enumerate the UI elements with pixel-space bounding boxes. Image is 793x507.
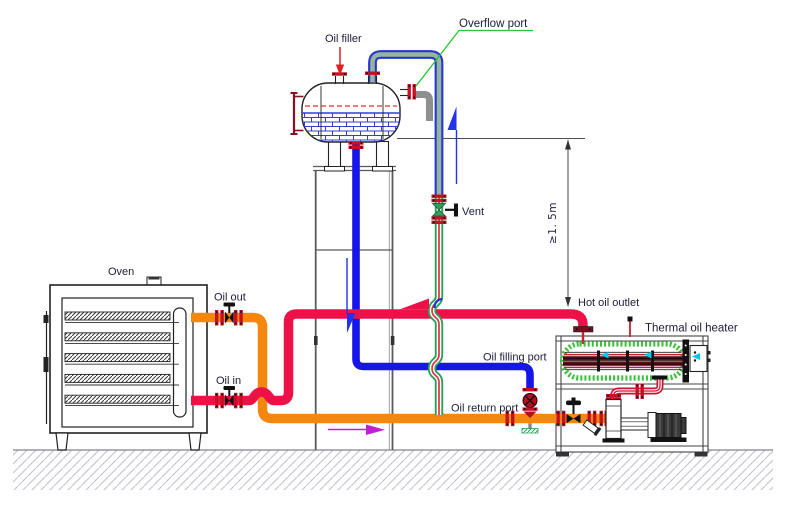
label-oil-out: Oil out <box>214 292 246 304</box>
heater-end-flange <box>682 339 689 383</box>
tank-liquid <box>302 112 400 142</box>
pump-base <box>602 438 625 443</box>
y-strainer <box>582 419 602 437</box>
oil-in-valve-handle <box>223 386 235 390</box>
label-thermal-oil-heater: Thermal oil heater <box>645 323 738 335</box>
oil-in-valve <box>215 386 243 409</box>
oil-in-valve-body <box>225 394 230 407</box>
label-oil-return-port: Oil return port <box>451 403 518 415</box>
motor-base <box>650 437 687 442</box>
dimension-annotation: ≥1. 5m <box>397 138 585 307</box>
tank-level-gauge <box>290 92 304 135</box>
vent-valve <box>431 194 458 224</box>
oven-leg <box>55 432 69 451</box>
oil-filling-valve <box>521 388 539 434</box>
dimension-arrow-down-icon <box>565 297 571 307</box>
oil-out-valve-body <box>225 311 230 324</box>
heater-tubes <box>563 350 684 372</box>
hot-oil-pipe <box>191 309 588 406</box>
label-vent: Vent <box>462 206 484 218</box>
dimension-arrow-up-icon <box>565 139 571 150</box>
heater-baffle <box>651 350 654 372</box>
heater-baffle <box>626 350 629 372</box>
filling-port-blind-flange <box>521 428 539 434</box>
heater-inlet-flange <box>652 375 667 380</box>
oven-shelf <box>64 373 171 383</box>
min-height-dimension: ≥1. 5m <box>547 202 559 244</box>
filling-funnel <box>523 411 537 418</box>
overflow-arch-core <box>370 52 442 197</box>
motor-bracket <box>647 412 657 438</box>
flow-arrows <box>328 47 458 435</box>
vent-pipe-elbow-mark <box>433 297 443 309</box>
tank-overflow-riser-port <box>365 71 380 84</box>
tank-leg <box>375 140 390 169</box>
oil-return-pipe <box>191 312 607 424</box>
overflow-leader-line <box>415 29 533 87</box>
heater-baffle <box>597 350 600 372</box>
overflow-drain-pipe <box>415 91 433 121</box>
label-oven: Oven <box>108 266 134 278</box>
heater-body <box>559 316 711 383</box>
oven-door-hinge <box>43 315 49 323</box>
tank-oil-filler-port <box>332 72 347 84</box>
heater-frame-foot <box>556 452 569 457</box>
pump-motor <box>650 413 687 442</box>
tank-leg-plate <box>372 166 393 172</box>
heater-flow-arrow-icon <box>601 351 609 359</box>
oven-leg <box>188 432 202 451</box>
oven-shelf <box>64 353 171 363</box>
oil-out-valve-handle <box>223 302 235 307</box>
oven-shelf <box>64 394 171 404</box>
motor-end-cap <box>680 417 687 434</box>
circulation-pump <box>566 375 687 443</box>
label-overflow-port: Overflow port <box>459 18 528 30</box>
oven-shelf <box>64 311 171 321</box>
oven-door-handle <box>43 357 49 372</box>
ground-hatch <box>13 450 773 490</box>
gate-valve-handwheel <box>566 400 581 406</box>
oven-shelves <box>64 311 179 407</box>
label-oil-filling-port: Oil filling port <box>483 352 547 364</box>
heater-flow-arrow-icon <box>692 353 700 360</box>
oil-out-valve <box>215 302 243 326</box>
tank-leg <box>327 140 342 169</box>
overflow-port-assembly <box>400 84 433 121</box>
label-oil-in: Oil in <box>216 375 241 387</box>
labels: Oil filler Overflow port Vent Oven Oil o… <box>108 18 738 415</box>
tank-leg-plate <box>324 166 345 172</box>
ground <box>13 449 773 490</box>
heater-instrument <box>627 316 633 322</box>
expansion-tank <box>290 50 444 197</box>
label-oil-filler: Oil filler <box>325 33 362 45</box>
oven-chimney-cap <box>148 276 160 280</box>
vent-valve-handle <box>454 203 458 217</box>
heater-frame-foot <box>694 452 708 457</box>
vent-valve-body <box>431 203 447 211</box>
filling-port-stem <box>528 423 532 429</box>
vent-pipe-group <box>427 196 444 415</box>
hot-oil-flow-arrow-icon <box>400 298 429 310</box>
oven-shelf <box>64 332 171 342</box>
oven-heat-channel <box>172 307 187 418</box>
column-weld-plate <box>390 336 395 345</box>
oven <box>43 276 208 451</box>
heater-flow-arrow-icon <box>644 351 652 359</box>
label-hot-oil-outlet: Hot oil outlet <box>578 297 639 309</box>
column-weld-plate <box>314 336 318 345</box>
pump-housing <box>605 398 622 440</box>
oil-filling-pipe <box>352 144 534 391</box>
inlet-gate-valve <box>566 397 581 424</box>
pump-shaft-housing <box>620 417 649 431</box>
hot-oil-pipe-group <box>191 309 594 406</box>
